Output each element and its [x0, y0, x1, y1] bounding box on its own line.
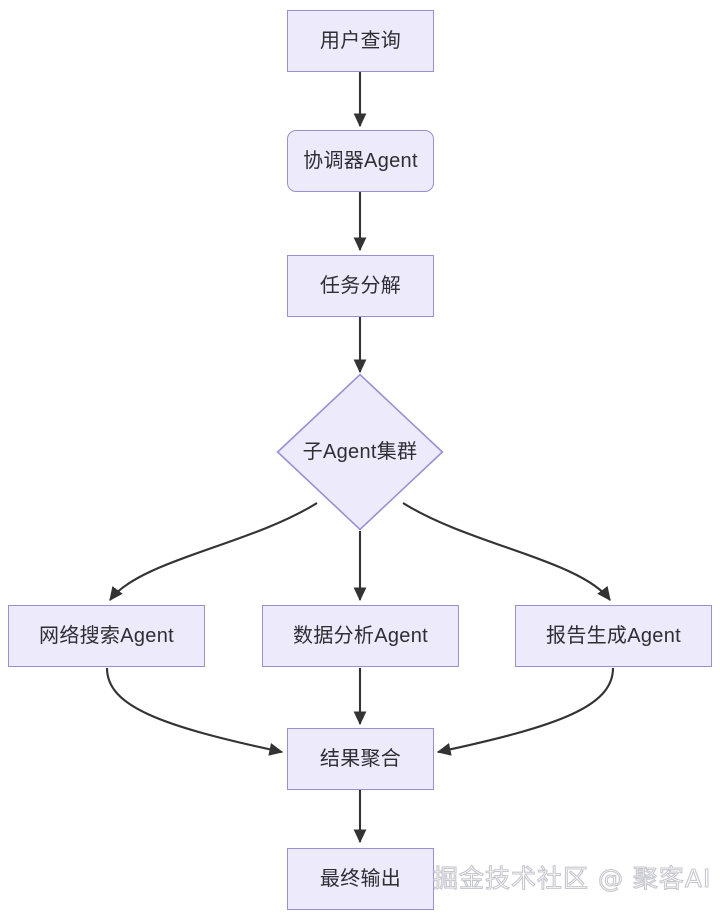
watermark-label: 掘金技术社区 @ 聚客AI: [432, 864, 712, 893]
node-final-output[interactable]: 最终输出: [287, 848, 434, 910]
node-report-gen[interactable]: 报告生成Agent: [515, 605, 712, 667]
node-data-analysis-label: 数据分析Agent: [293, 625, 428, 647]
node-task-decompose-label: 任务分解: [319, 275, 402, 297]
node-user-query-label: 用户查询: [319, 30, 402, 52]
node-coordinator[interactable]: 协调器Agent: [287, 130, 434, 192]
node-data-analysis[interactable]: 数据分析Agent: [262, 605, 459, 667]
node-aggregate-label: 结果聚合: [319, 748, 402, 770]
node-web-search-label: 网络搜索Agent: [39, 625, 174, 647]
node-coordinator-label: 协调器Agent: [303, 150, 418, 172]
node-task-decompose[interactable]: 任务分解: [287, 255, 434, 317]
node-user-query[interactable]: 用户查询: [287, 10, 434, 72]
node-final-output-label: 最终输出: [319, 868, 402, 890]
edge-report-gen-to-aggregate: [436, 667, 615, 756]
diamond-shape: [276, 373, 444, 531]
node-agent-cluster-label: 子Agent集群: [302, 441, 418, 463]
node-agent-cluster[interactable]: 子Agent集群: [276, 373, 444, 531]
node-report-gen-label: 报告生成Agent: [546, 625, 681, 647]
edge-web-search-to-aggregate: [105, 667, 284, 756]
node-aggregate[interactable]: 结果聚合: [287, 728, 434, 790]
node-web-search[interactable]: 网络搜索Agent: [8, 605, 205, 667]
